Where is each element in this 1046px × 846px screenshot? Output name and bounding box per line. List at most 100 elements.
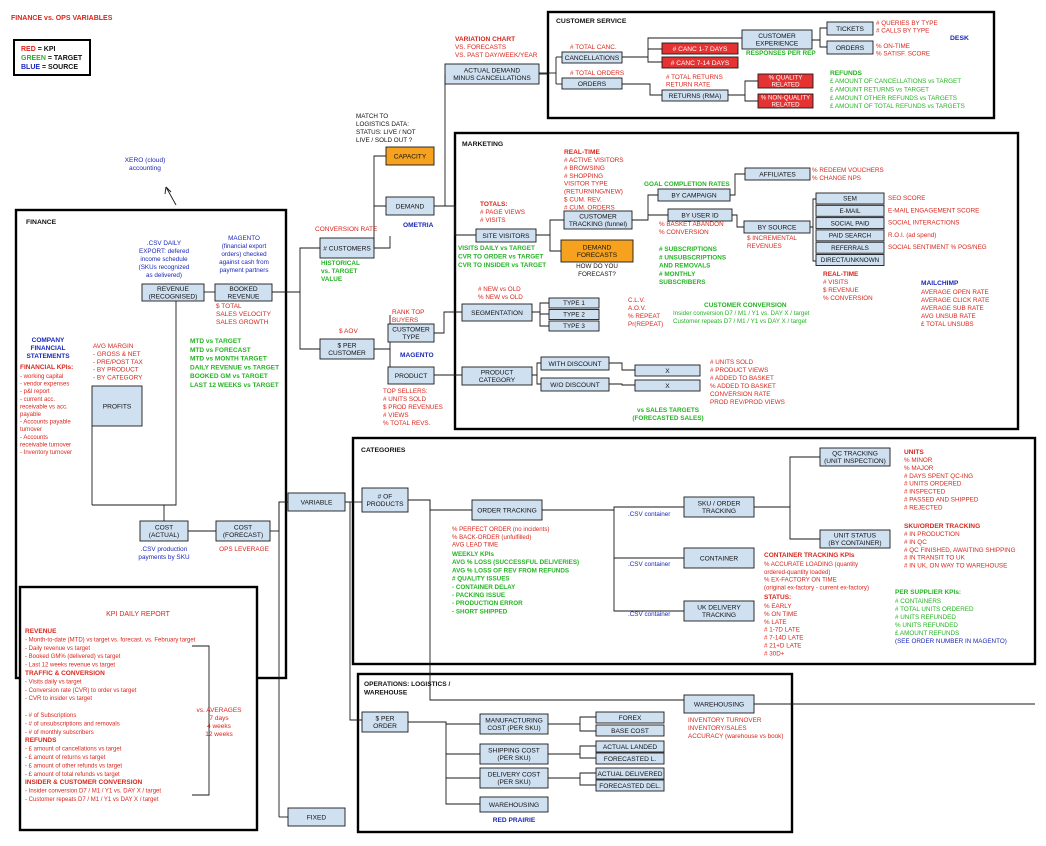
site-visitors-box: SITE VISITORS (475, 228, 537, 243)
report-line-1: - Month-to-date (MTD) vs target vs. fore… (25, 637, 196, 643)
cancellations-box-label: CANCELLATIONS (565, 55, 620, 62)
cancellation-split-line (622, 48, 662, 63)
report-line-14: - £ amount of cancellations vs target (25, 747, 122, 753)
customer-type-3-box-label: TYPE 3 (563, 323, 585, 330)
user-id-kpis: % BASKET ABANDON% CONVERSION (659, 221, 724, 236)
source-sem-box-label: SEM (843, 196, 857, 203)
legend-red: RED = KPI (21, 46, 55, 53)
source-paid-search-box: PAID SEARCH (815, 229, 885, 242)
source-split-line (810, 198, 816, 262)
xero-arrowhead (164, 186, 172, 195)
forecasted-delivery-box: FORECASTED DEL. (595, 779, 665, 792)
tracking-split-line (613, 510, 684, 612)
customer-type-1-box-label: TYPE 1 (563, 300, 585, 307)
canc-7-14-box-label: # CANC 7-14 DAYS (671, 60, 730, 67)
source-e-mail-box-label: E-MAIL (840, 208, 861, 215)
red-prairie-source: RED PRAIRIE (493, 817, 536, 824)
page-title: FINANCE vs. OPS VARIABLES (11, 15, 113, 22)
order-tracking-box-label: ORDER TRACKING (477, 507, 537, 514)
source-referrals-box-label: REFERRALS (831, 245, 869, 252)
orders-cs-box: ORDERS (826, 40, 874, 55)
magento-marketing-source: MAGENTO (400, 352, 434, 359)
container-box-label: CONTAINER (700, 555, 739, 562)
report-line-12: - # of monthly subscribers (25, 730, 94, 736)
per-order-spine-line (408, 721, 480, 805)
shipping-split-line (548, 745, 596, 759)
products-to-warehousing-line (429, 500, 684, 701)
with-discount-x-box-label: X (665, 368, 670, 375)
by-campaign-box: BY CAMPAIGN (657, 188, 731, 202)
site-to-forecasts-line (549, 235, 561, 252)
source-direct-unknown-box-label: DIRECT/UNKNOWN (821, 257, 880, 264)
forecasted-landed-box-label: FORECASTED L. (604, 756, 657, 763)
orders-to-returns-line (622, 83, 662, 96)
source-referrals-box: REFERRALS (815, 241, 885, 254)
averages-bracket (192, 645, 210, 796)
source-e-mail-box: E-MAIL (815, 204, 885, 217)
capacity-box: CAPACITY (385, 146, 435, 166)
customer-conversion-title: CUSTOMER CONVERSION (704, 302, 787, 309)
actual-delivered-box: ACTUAL DELIVERED (595, 767, 665, 780)
shipping-cost-box-label: SHIPPING COST(PER SKU) (488, 748, 540, 763)
top-sellers-kpis: TOP SELLERS:# UNITS SOLD$ PROD REVENUES#… (383, 388, 443, 427)
supplier-kpis: # CONTAINERS# TOTAL UNITS ORDERED# UNITS… (895, 598, 974, 637)
to-customers-line (292, 247, 320, 293)
total-orders-kpi: # TOTAL ORDERS (570, 70, 624, 77)
revenue-recognised-box: REVENUE(RECOGNISED) (141, 283, 205, 302)
tracking-to-sku-line (542, 506, 684, 511)
container-box: CONTAINER (683, 547, 755, 569)
customer-service-title: CUSTOMER SERVICE (556, 18, 627, 25)
delivery-split-line (548, 772, 596, 786)
finance-title: FINANCE (26, 219, 57, 226)
report-line-10: - # of Subscriptions (25, 713, 76, 719)
fixed-box: FIXED (287, 807, 346, 827)
cost-actual-box-label: COST(ACTUAL) (149, 525, 179, 540)
demand-box-label: DEMAND (396, 203, 425, 210)
legend-box (13, 39, 91, 76)
report-line-11: - # of unsubscriptions and removals (25, 721, 120, 727)
legend-blue: BLUE = SOURCE (21, 64, 78, 71)
xero-arrow (165, 186, 177, 206)
returns-rma-box: RETURNS (RMA) (661, 89, 729, 102)
discount-to-x-line (609, 362, 635, 386)
site-to-tracking-line (536, 219, 564, 236)
ticket-kpis: # QUERIES BY TYPE# CALLS BY TYPE (876, 20, 938, 35)
canc-7-14-box: # CANC 7-14 DAYS (661, 56, 739, 69)
forecasted-delivery-box-label: FORECASTED DEL. (599, 783, 661, 790)
forex-box-label: FOREX (619, 715, 642, 722)
shipping-cost-box: SHIPPING COST(PER SKU) (479, 743, 549, 765)
report-line-20: - Customer repeats D7 / M1 / Y1 vs DAY X… (25, 797, 159, 803)
customer-type-2-box-label: TYPE 2 (563, 312, 585, 319)
by-source-box-label: BY SOURCE (758, 224, 797, 231)
report-heading-insider-customer-conversion: INSIDER & CUSTOMER CONVERSION (25, 779, 143, 786)
aov-kpi: $ AOV (339, 328, 358, 335)
realtime-title: REAL-TIME (564, 149, 600, 156)
source-social-paid-box: SOCIAL PAID (815, 217, 885, 230)
realtime-2-title: REAL-TIME (823, 271, 859, 278)
